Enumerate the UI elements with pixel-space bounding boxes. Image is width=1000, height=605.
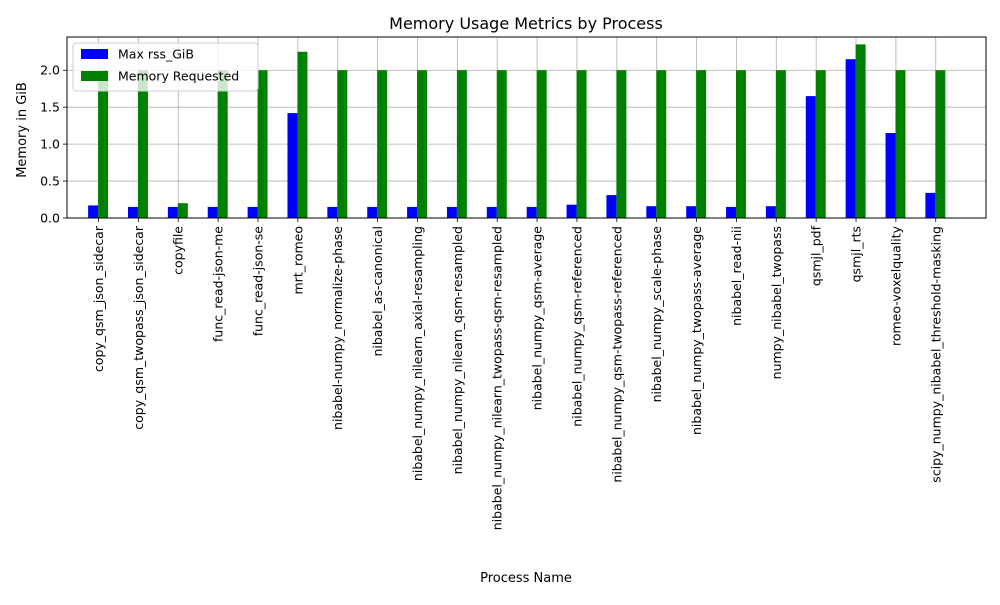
bar-memory-requested [257,70,268,218]
bar-memory-requested [855,44,866,218]
bar-max-rss [407,206,418,218]
x-tick-label: nibabel-numpy_normalize-phase [330,226,345,430]
bars [88,44,946,218]
bar-memory-requested [895,70,906,218]
x-tick-label: nibabel_numpy_qsm-twopass-referenced [609,226,624,483]
bar-max-rss [646,206,657,218]
y-axis-label: Memory in GiB [15,82,30,178]
x-tick-label: copy_qsm_json_sidecar [91,225,106,372]
bar-max-rss [486,206,497,218]
legend: Max rss_GiB Memory Requested [72,42,259,92]
bar-memory-requested [736,70,746,218]
x-tick-label: nibabel_numpy_nilearn_qsm-resampled [450,226,465,474]
bar-max-rss [327,206,338,218]
x-tick-label: scipy_numpy_nibabel_threshold-masking [928,226,943,483]
legend-box [72,42,259,92]
bar-max-rss [566,204,577,218]
bar-memory-requested [377,70,388,218]
x-axis-ticks: copy_qsm_json_sidecar copy_qsm_twopass_js… [91,218,943,530]
x-tick-label: copy_qsm_twopass_json_sidecar [131,225,146,430]
bar-max-rss [207,206,218,218]
bar-memory-requested [456,70,467,218]
bar-max-rss [606,195,617,218]
x-tick-label: nibabel_numpy_qsm-average [530,226,545,411]
bar-max-rss [765,206,776,218]
x-tick-label: numpy_nibabel_twopass [769,226,784,379]
bar-memory-requested [616,70,627,218]
y-tick-label: 1.5 [40,100,60,115]
bar-max-rss [885,133,896,218]
y-tick-label: 0.5 [40,174,60,189]
legend-swatch [81,71,108,81]
bar-memory-requested [98,70,109,218]
x-tick-label: romeo-voxelquality [888,225,903,346]
bar-memory-requested [177,203,188,218]
bar-memory-requested [137,70,148,218]
x-tick-label: nibabel_as-canonical [370,226,385,357]
x-tick-label: mrt_romeo [290,226,305,295]
y-axis-ticks: 0.0 0.5 1.0 1.5 2.0 [40,63,67,226]
x-tick-label: nibabel_read-nii [729,226,744,326]
y-tick-label: 1.0 [40,137,60,152]
x-tick-label: copyfile [171,226,186,275]
bar-max-rss [805,96,816,218]
bar-max-rss [88,205,99,218]
x-tick-label: func_read-json-se [250,226,265,337]
legend-swatch [81,49,108,59]
bar-memory-requested [417,70,428,218]
bar-memory-requested [935,70,946,218]
y-tick-label: 2.0 [40,63,60,78]
bar-max-rss [247,206,258,218]
bar-max-rss [845,59,856,218]
x-tick-label: nibabel_numpy_scale-phase [649,226,664,403]
x-tick-label: nibabel_numpy_qsm-referenced [569,226,584,427]
bar-max-rss [128,206,138,218]
bar-memory-requested [656,70,667,218]
bar-memory-requested [337,70,348,218]
bar-memory-requested [815,70,826,218]
bar-max-rss [287,113,298,218]
bar-max-rss [446,206,457,218]
bar-memory-requested [536,70,547,218]
x-tick-label: nibabel_numpy_twopass-average [689,226,704,435]
bar-max-rss [367,206,378,218]
bar-memory-requested [696,70,707,218]
bar-max-rss [167,206,178,218]
bar-max-rss [726,206,737,218]
bar-memory-requested [775,70,786,218]
x-tick-label: qsmjl_pdf [809,225,824,286]
x-tick-label: nibabel_numpy_nilearn_twopass-qsm-resamp… [490,226,505,530]
bar-max-rss [925,192,936,218]
bar-max-rss [686,206,697,218]
bar-memory-requested [297,51,308,218]
x-axis-label: Process Name [480,571,572,586]
plot-frame [66,36,987,219]
chart-title: Memory Usage Metrics by Process [389,14,663,33]
bar-max-rss [526,206,537,218]
x-tick-label: nibabel_numpy_nilearn_axial-resampling [410,226,425,481]
bar-memory-requested [496,70,507,218]
bar-memory-requested [576,70,587,218]
x-tick-label: qsmjl_rts [849,226,864,282]
legend-label: Max rss_GiB [118,47,194,62]
bar-memory-requested [217,70,228,218]
legend-label: Memory Requested [118,69,239,84]
x-tick-label: func_read-json-me [211,226,226,342]
y-tick-label: 0.0 [40,211,60,226]
